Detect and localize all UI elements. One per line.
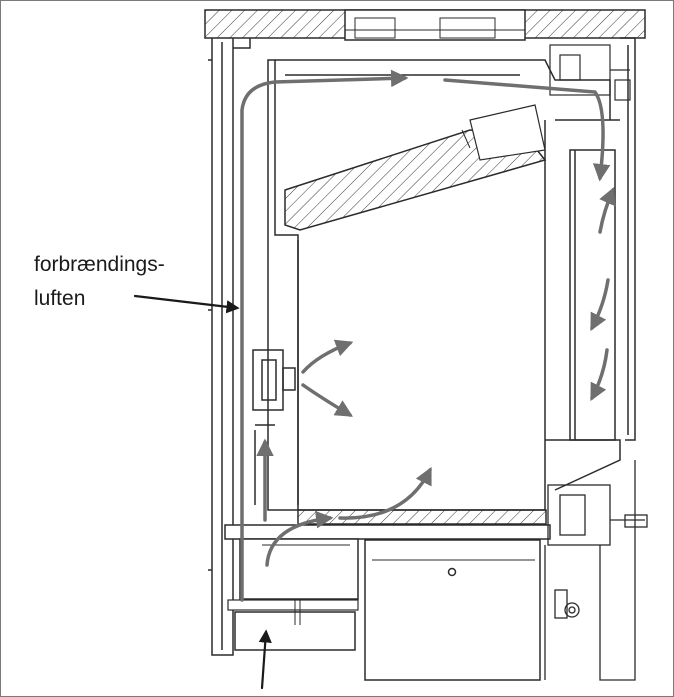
- airflow-arrow-left-riser: [240, 69, 409, 602]
- door-hinge: [544, 460, 648, 681]
- firebox: [267, 59, 621, 511]
- pointer-arrows: [133, 294, 272, 690]
- air-inlet-slot: [252, 349, 296, 505]
- top-plate: [204, 9, 646, 41]
- airflow-arrows: [240, 69, 616, 602]
- airflow-arrow-inner-down: [301, 383, 354, 417]
- pointer-arrow-bottom: [258, 629, 272, 690]
- grate-and-ashpan: [224, 509, 551, 681]
- airflow-arrow-right-down-2: [590, 348, 609, 402]
- airflow-arrow-right-down-1: [590, 278, 610, 332]
- baffle-plate: [284, 104, 547, 231]
- flue-bracket: [549, 44, 631, 101]
- airflow-arrow-inner-up: [301, 339, 354, 374]
- airflow-arrow-right-up: [598, 186, 616, 234]
- outer-casing: [208, 37, 636, 656]
- label-combustion-air-line1: forbrændings-: [34, 253, 165, 276]
- airflow-arrow-bottom-entry: [265, 510, 334, 567]
- label-combustion-air-line2: luften: [34, 287, 86, 310]
- airflow-arrow-top: [443, 78, 611, 182]
- pointer-arrow-label: [133, 294, 240, 314]
- airflow-arrow-grate: [338, 466, 432, 520]
